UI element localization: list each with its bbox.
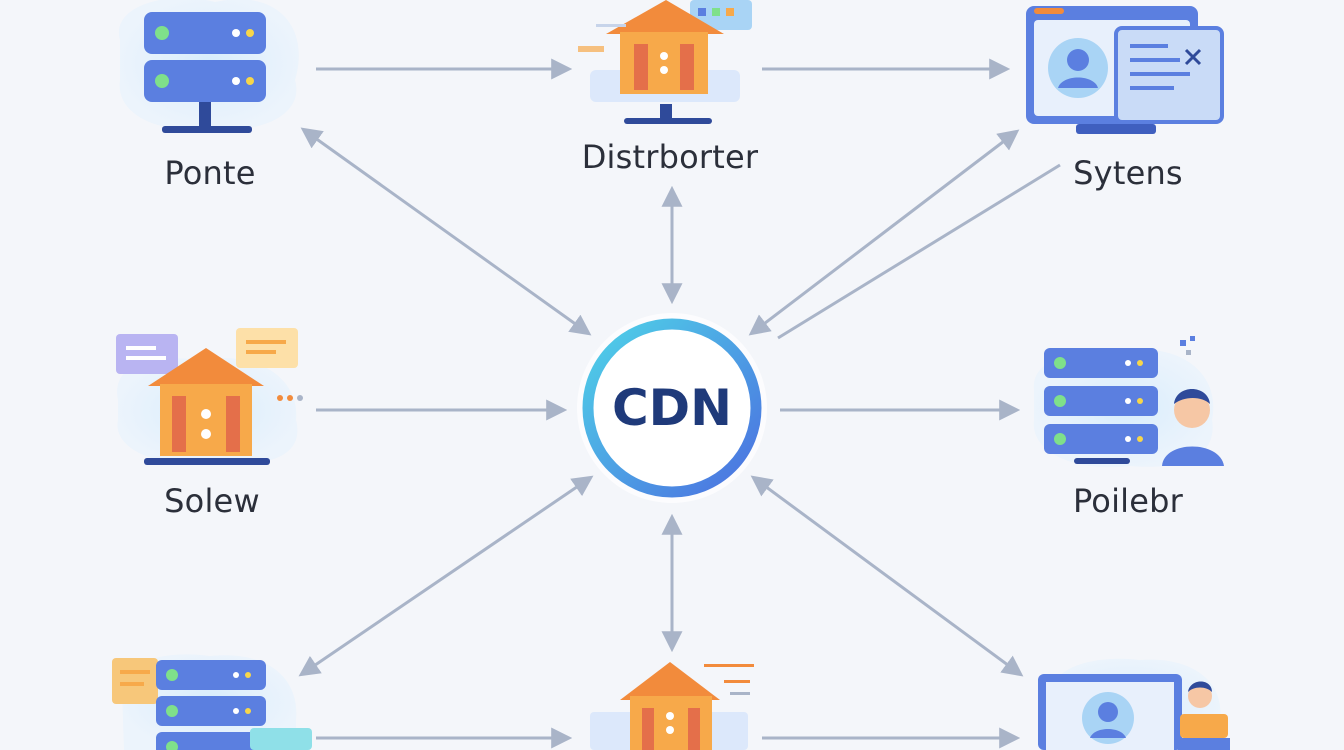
node-sytens[interactable] <box>1026 6 1224 134</box>
node-distrborter[interactable] <box>578 0 752 124</box>
node-bottom-right[interactable] <box>1038 658 1230 750</box>
cdn-hub-label: CDN <box>611 379 733 437</box>
connections <box>298 58 1061 749</box>
arrow-sytens-cdn-secondary <box>777 163 1061 340</box>
node-label-ponte: Ponte <box>164 154 256 192</box>
server-stack-icon <box>156 660 266 750</box>
house-server-icon <box>578 0 724 124</box>
node-solew[interactable] <box>116 328 303 465</box>
node-bottom-left[interactable] <box>112 654 312 750</box>
cdn-hub[interactable] <box>577 313 767 503</box>
node-poilebr[interactable] <box>1033 336 1224 468</box>
house-server-icon <box>620 662 720 750</box>
arrow-ponte-cdn <box>300 127 592 336</box>
node-label-solew: Solew <box>164 482 260 520</box>
server-user-icon <box>1044 336 1224 466</box>
node-label-distrborter: Distrborter <box>581 138 759 176</box>
house-icon <box>144 348 270 465</box>
node-bottom-center[interactable] <box>590 662 754 750</box>
node-label-poilebr: Poilebr <box>1072 482 1184 520</box>
monitor-user-icon <box>1038 674 1230 750</box>
node-label-sytens: Sytens <box>1073 154 1183 192</box>
arrow-sytens-cdn <box>748 129 1020 336</box>
node-ponte[interactable] <box>118 0 299 133</box>
arrow-cdn-bottom-left <box>298 475 594 677</box>
arrow-cdn-bottom-right <box>750 475 1024 677</box>
server-stack-icon <box>144 12 266 133</box>
monitor-profile-icon <box>1026 6 1224 134</box>
